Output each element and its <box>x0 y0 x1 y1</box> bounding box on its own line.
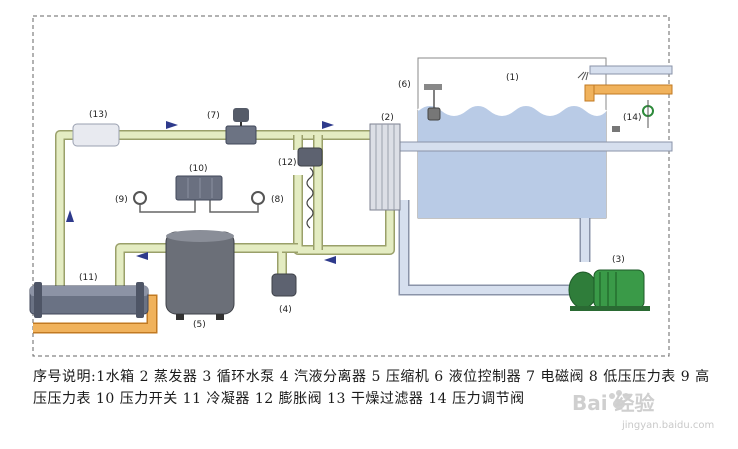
arrow-left-icon <box>324 256 336 264</box>
condenser <box>29 282 149 318</box>
dry-filter <box>72 123 120 147</box>
gas-liquid-separator <box>271 273 297 297</box>
label-14: (14) <box>623 113 641 123</box>
label-13: (13) <box>89 110 107 120</box>
hot-water-pipe <box>584 84 673 102</box>
chilled-water-pipe <box>399 141 673 152</box>
level-controller <box>424 84 442 121</box>
low-pressure-gauge <box>251 191 265 205</box>
arrow-left-icon <box>136 252 148 260</box>
circulating-water-pump <box>568 269 650 311</box>
label-2: (2) <box>381 113 394 123</box>
label-8: (8) <box>271 195 284 205</box>
evaporator <box>369 123 401 211</box>
water-outlet-pipe <box>577 65 673 81</box>
label-7: (7) <box>207 111 220 121</box>
arrow-right-icon <box>322 121 334 129</box>
label-10: (10) <box>189 164 207 174</box>
solenoid-valve <box>225 108 257 145</box>
paw-logo-icon <box>609 390 629 409</box>
arrow-right-icon <box>166 121 178 129</box>
high-pressure-gauge <box>133 191 147 205</box>
chiller-system-diagram: (1) (2) (3) (4) (5) (6) (7) (8) (9) (10)… <box>29 15 673 357</box>
label-4: (4) <box>279 305 292 315</box>
watermark-url: jingyan.baidu.com <box>621 420 714 431</box>
component-labels: (1) (2) (3) (4) (5) (6) (7) (8) (9) (10)… <box>79 73 641 330</box>
label-3: (3) <box>612 255 625 265</box>
flow-arrows <box>66 121 336 264</box>
pressure-switch <box>175 175 223 201</box>
label-5: (5) <box>193 320 206 330</box>
pressure-regulating-valve <box>612 100 654 132</box>
water-tank <box>417 57 607 219</box>
expansion-valve <box>297 147 323 229</box>
arrow-up-icon <box>66 210 74 222</box>
legend-caption: 序号说明:1水箱 2 蒸发器 3 循环水泵 4 汽液分离器 5 压缩机 6 液位… <box>33 369 710 407</box>
baidu-jingyan-watermark: Bai 经验 jingyan.baidu.com <box>572 390 714 431</box>
dashed-frame <box>32 15 670 357</box>
compressor <box>165 230 235 320</box>
gauge-tubes <box>139 200 259 213</box>
watermark-text: Bai 经验 <box>572 391 655 415</box>
label-12: (12) <box>278 158 296 168</box>
label-11: (11) <box>79 273 97 283</box>
label-9: (9) <box>115 195 128 205</box>
label-1: (1) <box>506 73 519 83</box>
label-6: (6) <box>398 80 411 90</box>
